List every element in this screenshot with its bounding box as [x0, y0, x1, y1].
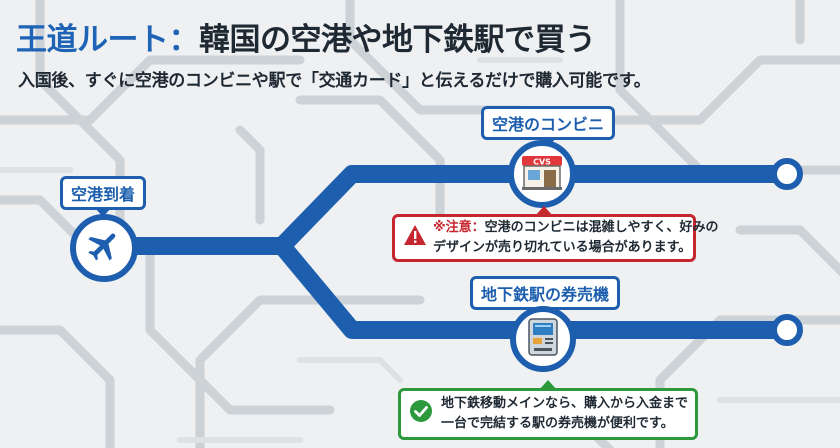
- warning-prefix: ※注意：: [433, 220, 485, 235]
- store-sign-text: CVS: [533, 158, 551, 167]
- warning-line1: 空港のコンビニは混雑しやすく、好みの: [484, 220, 719, 235]
- page-subtitle: 入国後、すぐに空港のコンビニや駅で「交通カード」と伝えるだけで購入可能です。: [18, 71, 651, 91]
- airplane-icon: [85, 227, 123, 269]
- page-title: 王道ルート：韓国の空港や地下鉄駅で買う: [16, 14, 596, 59]
- warning-line2: デザインが売り切れている場合があります。: [433, 240, 692, 255]
- convenience-store-icon: CVS: [519, 152, 565, 196]
- convenience-store-node: CVS: [508, 140, 576, 208]
- convenience-store-label: 空港のコンビニ: [481, 106, 616, 147]
- warning-icon: [403, 224, 427, 253]
- tip-line2: 一台で完結する駅の券売機が便利です。: [441, 416, 674, 431]
- ticket-machine-icon: [526, 317, 560, 361]
- ticket-machine-label: 地下鉄駅の券売機: [470, 276, 621, 317]
- start-node: [70, 214, 138, 282]
- top-route-end: [771, 158, 803, 190]
- warning-note: ※注意：空港のコンビニは混雑しやすく、好みの デザインが売り切れている場合があり…: [392, 206, 719, 262]
- bottom-route-end: [771, 314, 803, 346]
- ticket-machine-node: [510, 306, 576, 372]
- tip-note: 地下鉄移動メインなら、購入から入金まで 一台で完結する駅の券売機が便利です。: [398, 380, 698, 440]
- check-icon: [409, 399, 433, 430]
- tip-line1: 地下鉄移動メインなら、購入から入金まで: [441, 396, 689, 411]
- title-main: 韓国の空港や地下鉄駅で買う: [199, 22, 596, 58]
- title-accent: 王道ルート：: [16, 22, 200, 58]
- start-label: 空港到着: [60, 176, 147, 217]
